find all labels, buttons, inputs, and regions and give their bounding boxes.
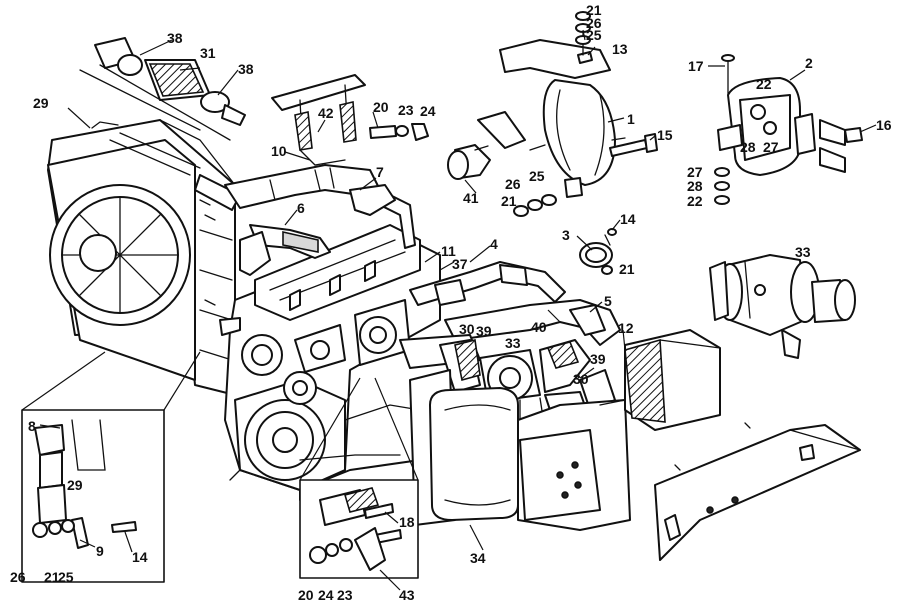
callout-labels: 1 2 3 4 5 6 7 8 9 10 11 12 13 14 14 15 1… xyxy=(10,2,892,603)
callout-39b: 39 xyxy=(590,351,606,367)
callout-21d: 21 xyxy=(44,569,60,585)
callout-21a: 21 xyxy=(586,2,602,18)
callout-29a: 29 xyxy=(33,95,49,111)
air-filter-33 xyxy=(709,254,856,359)
callout-22b: 22 xyxy=(687,193,703,209)
upper-hoses xyxy=(194,164,416,276)
callout-33a: 33 xyxy=(795,244,811,260)
callout-27b: 27 xyxy=(687,164,703,180)
callout-11: 11 xyxy=(441,243,456,259)
bolt-16 xyxy=(844,127,863,143)
callout-5: 5 xyxy=(604,293,612,309)
clamp-3-set xyxy=(513,194,617,275)
callout-31: 31 xyxy=(200,45,216,61)
air-cleaner-34 xyxy=(409,369,631,531)
callout-16: 16 xyxy=(876,117,892,133)
callout-27a: 27 xyxy=(763,139,779,155)
callout-23b: 23 xyxy=(337,587,353,603)
clamp-bracket-1 xyxy=(499,11,626,198)
callout-25a: 25 xyxy=(586,27,602,43)
callout-29b: 29 xyxy=(67,477,83,493)
callout-21b: 21 xyxy=(501,193,517,209)
bracket-2 xyxy=(714,54,846,205)
callout-38b: 38 xyxy=(238,61,254,77)
callout-25c: 25 xyxy=(58,569,74,585)
radiator-assembly xyxy=(47,119,236,396)
callout-18: 18 xyxy=(399,514,415,530)
callout-28b: 28 xyxy=(687,178,703,194)
callout-43: 43 xyxy=(399,587,415,603)
fittings xyxy=(447,111,863,180)
leader-lines xyxy=(39,29,877,591)
callout-30b: 30 xyxy=(573,371,589,387)
callout-34: 34 xyxy=(470,550,486,566)
callout-1: 1 xyxy=(627,111,635,127)
callout-13: 13 xyxy=(612,41,628,57)
mounting-plate xyxy=(654,422,861,561)
callout-42: 42 xyxy=(318,105,334,121)
detail-box-left xyxy=(21,351,201,583)
callout-14b: 14 xyxy=(132,549,148,565)
bracket-42-set xyxy=(271,74,429,166)
callout-14a: 14 xyxy=(620,211,636,227)
engine-block xyxy=(219,224,441,501)
callout-39a: 39 xyxy=(476,323,492,339)
callout-6: 6 xyxy=(297,200,305,216)
callout-24b: 24 xyxy=(318,587,334,603)
callout-20b: 20 xyxy=(298,587,314,603)
callout-22a: 22 xyxy=(756,76,772,92)
fan-hub xyxy=(79,234,117,272)
callout-26a: 26 xyxy=(586,15,602,31)
callout-28a: 28 xyxy=(740,139,756,155)
callout-33b: 33 xyxy=(505,335,521,351)
callout-2: 2 xyxy=(805,55,813,71)
hose-7 xyxy=(224,164,416,249)
callout-26b: 26 xyxy=(505,176,521,192)
callout-15: 15 xyxy=(657,127,673,143)
callout-17: 17 xyxy=(688,58,704,74)
detail-box-bottom xyxy=(299,377,419,579)
callout-20a: 20 xyxy=(373,99,389,115)
callout-24a: 24 xyxy=(420,103,436,119)
callout-3: 3 xyxy=(562,227,570,243)
callout-12: 12 xyxy=(618,320,634,336)
panel-12 xyxy=(624,329,721,431)
callout-21c: 21 xyxy=(619,261,635,277)
callout-41: 41 xyxy=(463,190,479,206)
callout-7: 7 xyxy=(376,164,384,180)
callout-10: 10 xyxy=(271,143,287,159)
callout-9: 9 xyxy=(96,543,104,559)
callout-40: 40 xyxy=(531,319,547,335)
callout-23a: 23 xyxy=(398,102,414,118)
callout-25b: 25 xyxy=(529,168,545,184)
callout-26c: 26 xyxy=(10,569,26,585)
callout-30a: 30 xyxy=(459,321,475,337)
callout-4: 4 xyxy=(490,236,498,252)
hose-31-set xyxy=(79,37,246,141)
callout-38a: 38 xyxy=(167,30,183,46)
callout-8: 8 xyxy=(28,418,36,434)
callout-37: 37 xyxy=(452,256,468,272)
